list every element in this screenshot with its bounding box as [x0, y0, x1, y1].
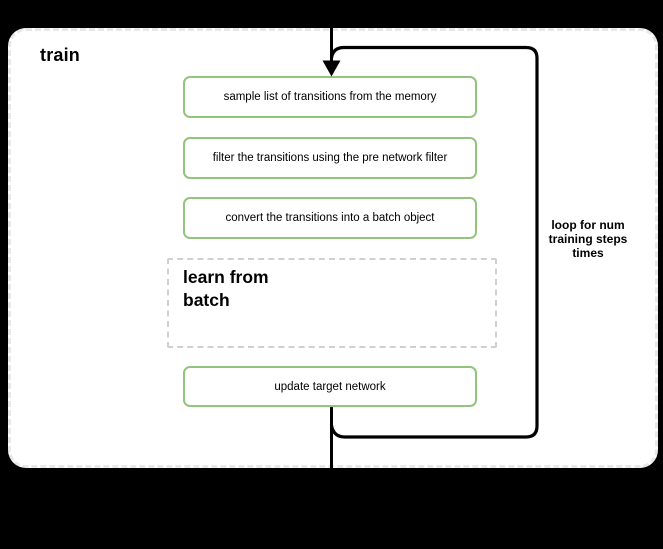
- subprocess-learn-from-batch: learn from batch: [167, 258, 497, 348]
- loop-annotation-line-2: training steps: [548, 232, 628, 246]
- step-sample-transitions-label: sample list of transitions from the memo…: [223, 91, 437, 103]
- step-update-target-network: update target network: [183, 366, 477, 407]
- step-update-target-network-label: update target network: [274, 380, 386, 393]
- step-convert-to-batch-label: convert the transitions into a batch obj…: [225, 212, 435, 224]
- step-filter-transitions: filter the transitions using the pre net…: [183, 137, 477, 179]
- subprocess-label-line-2: batch: [183, 290, 230, 310]
- step-convert-to-batch: convert the transitions into a batch obj…: [183, 197, 477, 239]
- subprocess-label-line-1: learn from: [183, 267, 269, 287]
- step-filter-transitions-label: filter the transitions using the pre net…: [212, 152, 448, 164]
- loop-annotation: loop for num training steps times: [538, 218, 638, 260]
- step-sample-transitions: sample list of transitions from the memo…: [183, 76, 477, 118]
- loop-annotation-line-1: loop for num: [551, 218, 625, 232]
- train-group-label: train: [40, 45, 81, 65]
- loop-annotation-line-3: times: [572, 246, 604, 260]
